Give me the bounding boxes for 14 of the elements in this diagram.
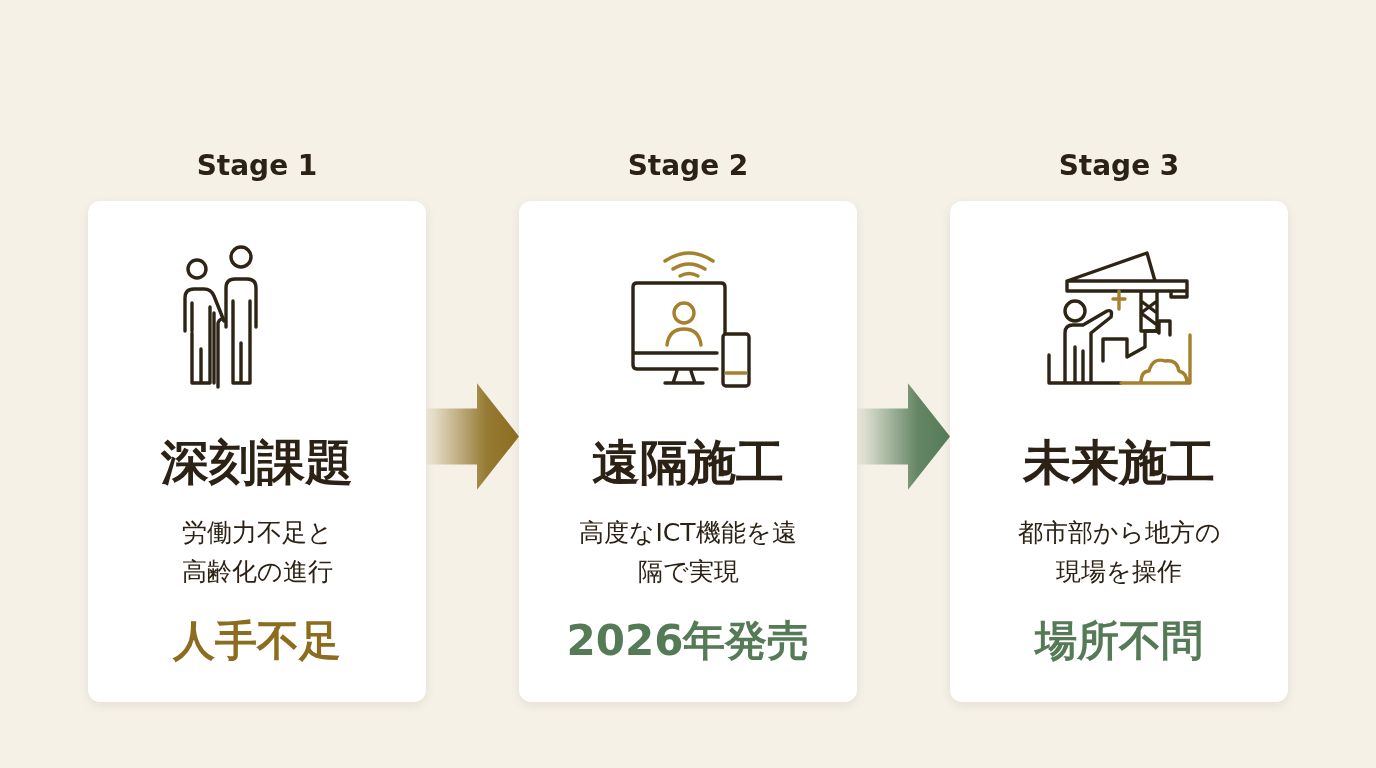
card-description: 労働力不足と高齢化の進行 (180, 517, 334, 588)
card-heading: 遠隔施工 (592, 433, 784, 492)
highlight-text: 2026年発売 (566, 615, 810, 667)
card-description: 高度なICT機能を遠隔で実現 (578, 517, 798, 588)
arrow (857, 383, 950, 490)
highlight-text: 人手不足 (173, 615, 341, 667)
stage-label: Stage 3 (1058, 149, 1180, 182)
highlight-text: 場所不問 (1035, 615, 1203, 667)
card-heading: 未来施工 (1023, 433, 1215, 492)
card-description: 都市部から地方の現場を操作 (1017, 517, 1221, 588)
stage-label: Stage 1 (196, 149, 318, 182)
card-heading: 深刻課題 (161, 433, 353, 492)
arrow (426, 383, 519, 490)
stage-label: Stage 2 (627, 149, 749, 182)
